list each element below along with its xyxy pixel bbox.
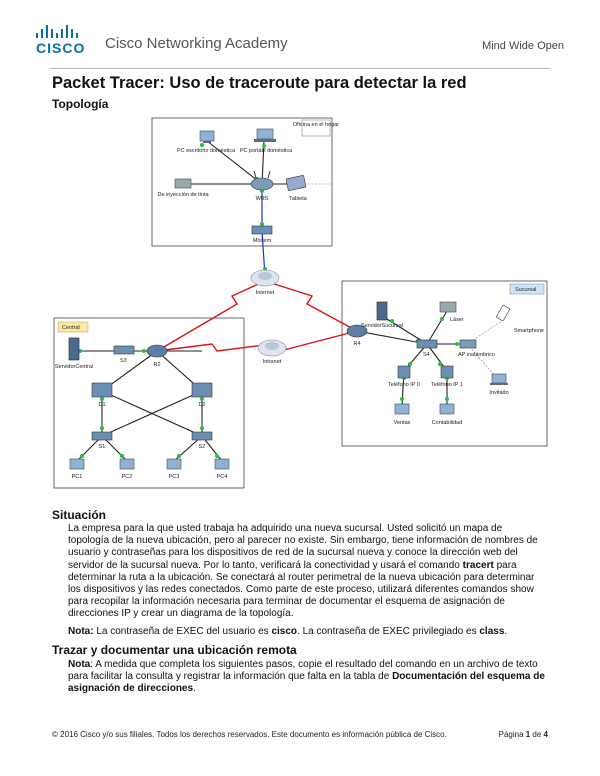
- area-sucursal: [341, 280, 548, 447]
- svg-text:Internet: Internet: [256, 290, 275, 296]
- switch-s4-icon: [416, 339, 438, 349]
- svg-text:PC4: PC4: [217, 474, 228, 480]
- label-hogar: Oficina en el hogar: [293, 122, 339, 128]
- svg-text:D1: D1: [98, 402, 105, 408]
- pc-escritorio-icon: [199, 130, 215, 143]
- laser-printer-icon: [439, 301, 457, 313]
- printer-icon: [174, 178, 192, 189]
- pc3-icon: [166, 458, 182, 470]
- svg-text:WRS: WRS: [256, 196, 269, 202]
- router-r4-icon: [346, 324, 368, 338]
- smartphone-icon: [496, 305, 510, 321]
- svg-text:D2: D2: [198, 402, 205, 408]
- svg-text:ServidorCentral: ServidorCentral: [55, 364, 93, 370]
- tablet-icon: [285, 175, 307, 191]
- cisco-logo: CISCO: [36, 24, 100, 56]
- svg-text:S3: S3: [120, 358, 127, 364]
- svg-text:S1: S1: [99, 444, 106, 450]
- pc-ventas-icon: [394, 403, 410, 415]
- footer-copyright: © 2016 Cisco y/o sus filiales. Todos los…: [52, 730, 447, 739]
- switch-s3-icon: [113, 345, 135, 355]
- svg-text:Intranet: Intranet: [263, 359, 282, 365]
- svg-text:ServidorSucursal: ServidorSucursal: [361, 323, 403, 329]
- svg-text:Smartphone: Smartphone: [514, 328, 544, 334]
- svg-text:De inyección de tinta: De inyección de tinta: [157, 192, 209, 198]
- cisco-wordmark: CISCO: [36, 40, 86, 56]
- svg-text:Teléfono IP 0: Teléfono IP 0: [388, 382, 420, 388]
- multilayer-switch-d1-icon: [91, 382, 113, 398]
- label-central: Central: [62, 325, 80, 331]
- switch-s1-icon: [91, 431, 113, 441]
- topologia-heading: Topología: [52, 97, 109, 111]
- tagline: Mind Wide Open: [482, 40, 564, 52]
- academy-name: Cisco Networking Academy: [105, 35, 288, 52]
- svg-text:Invitado: Invitado: [489, 390, 508, 396]
- pc4-icon: [214, 458, 230, 470]
- topology-diagram: Oficina en el hogar Central Sucursal: [53, 117, 548, 489]
- switch-s2-icon: [191, 431, 213, 441]
- svg-text:Ventas: Ventas: [394, 420, 411, 426]
- svg-text:PC1: PC1: [72, 474, 83, 480]
- ip-phone-1-icon: [440, 365, 454, 379]
- header-divider: [50, 68, 550, 69]
- laptop-invitado-icon: [490, 373, 508, 385]
- svg-text:Teléfono IP 1: Teléfono IP 1: [431, 382, 463, 388]
- access-point-icon: [459, 339, 477, 349]
- pc-contabilidad-icon: [439, 403, 455, 415]
- svg-text:AP inalámbrico: AP inalámbrico: [458, 352, 495, 358]
- pc1-icon: [69, 458, 85, 470]
- internet-cloud-icon: [250, 269, 280, 287]
- router-r2-icon: [146, 344, 168, 358]
- svg-text:S4: S4: [423, 352, 430, 358]
- server-icon: [68, 337, 80, 361]
- page-title: Packet Tracer: Uso de traceroute para de…: [52, 74, 467, 92]
- modem-icon: [251, 225, 273, 235]
- svg-text:PC portátil doméstica: PC portátil doméstica: [240, 148, 293, 154]
- svg-text:PC escritorio doméstica: PC escritorio doméstica: [177, 148, 236, 154]
- situacion-heading: Situación: [52, 508, 107, 522]
- area-hogar: [151, 117, 333, 247]
- ip-phone-0-icon: [397, 365, 411, 379]
- situacion-paragraph: La empresa para la que usted trabaja ha …: [68, 523, 538, 620]
- svg-text:Contabilidad: Contabilidad: [432, 420, 463, 426]
- trazar-heading: Trazar y documentar una ubicación remota: [52, 643, 297, 657]
- server-sucursal-icon: [376, 301, 388, 321]
- page-number: Página 1 de 4: [498, 730, 548, 739]
- svg-text:Láser: Láser: [450, 317, 464, 323]
- situacion-nota: Nota: La contraseña de EXEC del usuario …: [68, 626, 508, 637]
- svg-text:PC2: PC2: [122, 474, 133, 480]
- laptop-icon: [254, 128, 276, 142]
- svg-text:Tableta: Tableta: [289, 196, 308, 202]
- label-sucursal: Sucursal: [515, 287, 536, 293]
- pc2-icon: [119, 458, 135, 470]
- svg-text:Módem: Módem: [253, 238, 272, 244]
- trazar-nota: Nota: A medida que completa los siguient…: [68, 659, 545, 695]
- cisco-bars-icon: [36, 24, 100, 38]
- svg-text:R2: R2: [153, 362, 160, 368]
- wireless-router-icon: [250, 170, 274, 191]
- svg-text:S2: S2: [199, 444, 206, 450]
- svg-text:PC3: PC3: [169, 474, 180, 480]
- intranet-cloud-icon: [257, 339, 287, 357]
- svg-text:R4: R4: [353, 341, 360, 347]
- multilayer-switch-d2-icon: [191, 382, 213, 398]
- area-central: [53, 317, 245, 489]
